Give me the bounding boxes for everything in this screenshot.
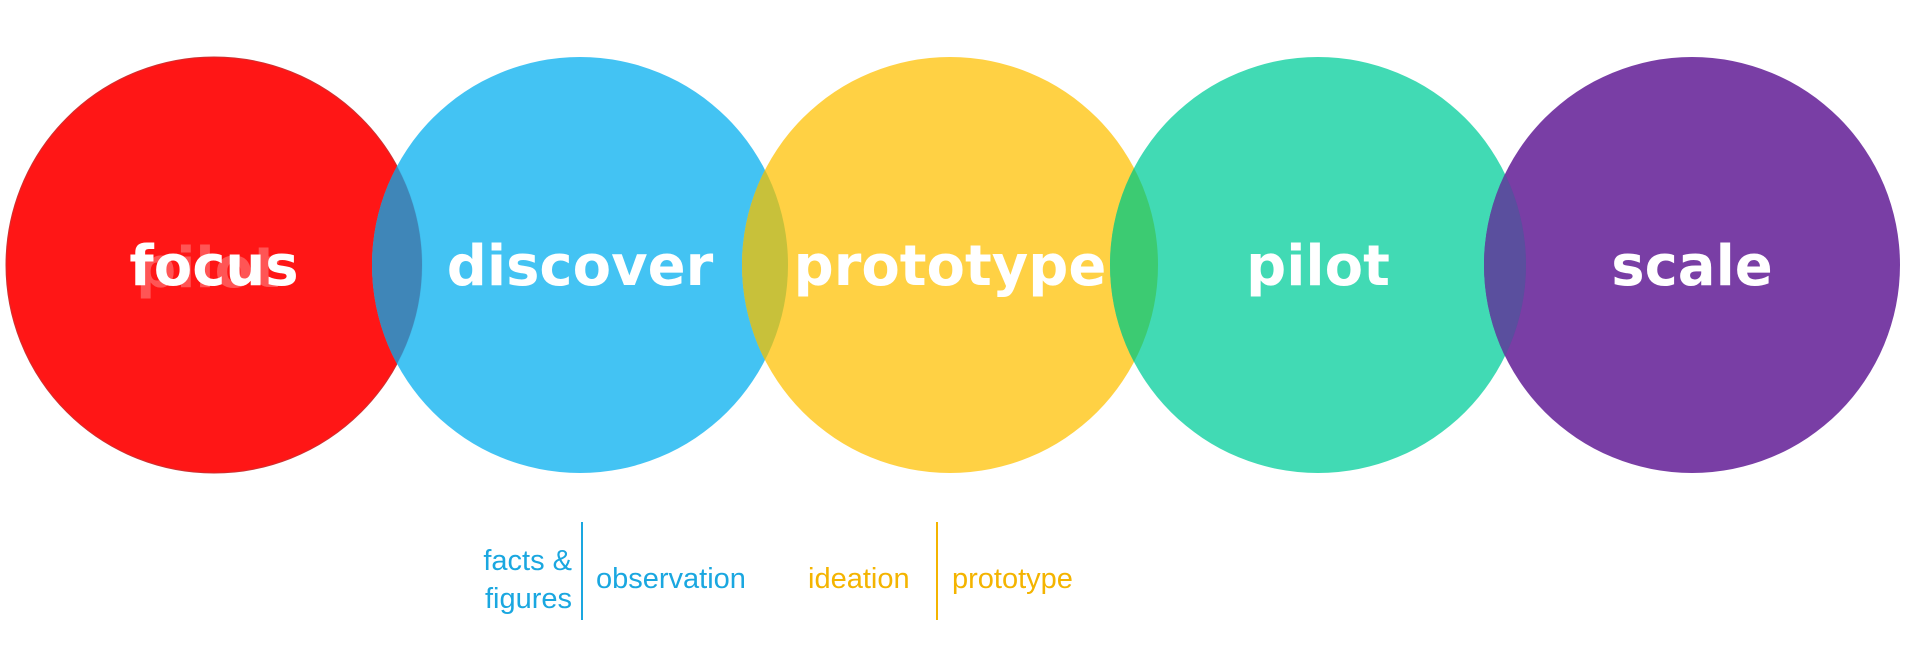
prototype-sub-label: prototype bbox=[952, 563, 1073, 595]
figures-line: figures bbox=[484, 583, 572, 615]
circle-scale bbox=[1484, 57, 1900, 473]
circle-discover bbox=[372, 57, 788, 473]
label-scale: scale bbox=[1611, 234, 1773, 299]
label-prototype: prototype bbox=[794, 234, 1107, 299]
label-focus: focus bbox=[129, 234, 298, 299]
ghost-text: pilot bbox=[136, 236, 280, 301]
prototype-divider bbox=[936, 522, 938, 620]
facts-line: facts & bbox=[483, 545, 572, 577]
label-pilot: pilot bbox=[1246, 234, 1390, 299]
discover-divider bbox=[581, 522, 583, 620]
facts-figures-label: facts & figures bbox=[462, 542, 572, 618]
ideation-label: ideation bbox=[808, 563, 910, 595]
circle-pilot bbox=[1110, 57, 1526, 473]
observation-label: observation bbox=[596, 563, 746, 595]
circle-prototype bbox=[742, 57, 1158, 473]
label-discover: discover bbox=[447, 234, 714, 299]
